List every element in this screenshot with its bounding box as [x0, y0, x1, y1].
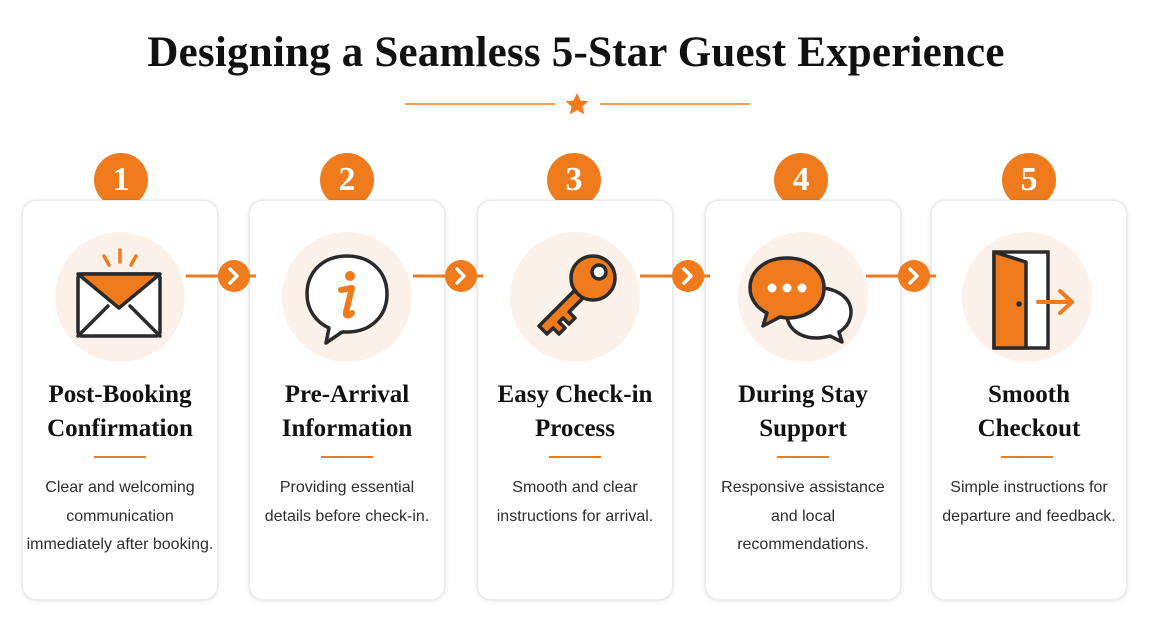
step-4-desc-line: and local	[770, 507, 836, 525]
step-2-description: Providing essential details before check…	[249, 474, 445, 531]
envelope-icon	[76, 248, 162, 338]
chevron-right-icon	[908, 267, 919, 285]
step-1-number-badge: 1	[94, 153, 148, 207]
step-3-title: Easy Check-in Process	[477, 378, 673, 446]
title-ornament	[405, 93, 750, 115]
step-3-desc-line: Smooth and clear	[512, 479, 638, 496]
step-5-title: Smooth Checkout	[931, 378, 1127, 446]
step-3-title-line: Easy Check-in	[497, 381, 653, 408]
star-icon	[565, 93, 589, 115]
step-3-title-line: Process	[534, 415, 616, 442]
step-1-description: Clear and welcoming communication immedi…	[22, 474, 218, 560]
step-5-underline	[1001, 456, 1053, 458]
step-2-title-line: Information	[281, 415, 413, 442]
step-3-number-badge: 3	[547, 153, 601, 207]
chevron-right-icon	[682, 267, 693, 285]
exit-door-icon	[992, 250, 1074, 350]
step-3-desc-line: instructions for arrival.	[496, 507, 654, 525]
step-5-number-badge: 5	[1002, 153, 1056, 207]
step-4-desc-line: recommendations.	[737, 536, 869, 553]
step-1-underline	[94, 456, 146, 458]
step-4-description: Responsive assistance and local recommen…	[705, 474, 901, 560]
step-5-title-line: Checkout	[977, 415, 1081, 442]
step-1-title-line: Post-Booking	[48, 381, 192, 408]
step-4-underline	[777, 456, 829, 458]
info-bubble-icon	[305, 254, 389, 345]
step-3-underline	[549, 456, 601, 458]
step-1-title: Post-Booking Confirmation	[22, 378, 218, 446]
chat-bubbles-icon	[748, 256, 853, 344]
connector-arrow-2	[413, 260, 483, 292]
step-1-desc-line: immediately after booking.	[26, 536, 214, 553]
key-icon	[537, 254, 617, 336]
step-1-title-line: Confirmation	[47, 415, 193, 442]
step-2-underline	[321, 456, 373, 458]
step-4-title-line: Support	[759, 415, 847, 442]
step-2-title: Pre-Arrival Information	[249, 378, 445, 446]
step-5-title-line: Smooth	[988, 381, 1070, 408]
step-4-number-badge: 4	[774, 153, 828, 207]
chevron-right-icon	[455, 267, 466, 285]
step-5-desc-line: departure and feedback.	[942, 507, 1116, 525]
step-3-description: Smooth and clear instructions for arriva…	[477, 474, 673, 531]
step-4-desc-line: Responsive assistance	[721, 479, 885, 496]
step-1-desc-line: Clear and welcoming	[45, 479, 195, 496]
step-5-description: Simple instructions for departure and fe…	[931, 474, 1127, 531]
step-2-number-badge: 2	[320, 153, 374, 207]
step-2-title-line: Pre-Arrival	[284, 381, 410, 408]
step-4-title-line: During Stay	[738, 381, 868, 408]
step-5-desc-line: Simple instructions for	[950, 479, 1108, 496]
step-1-desc-line: communication	[66, 507, 174, 525]
page-title: Designing a Seamless 5-Star Guest Experi…	[147, 29, 1005, 76]
connector-arrow-4	[866, 260, 936, 292]
chevron-right-icon	[228, 267, 239, 285]
step-2-desc-line: Providing essential	[279, 479, 415, 496]
step-4-title: During Stay Support	[705, 378, 901, 446]
step-2-desc-line: details before check-in.	[264, 507, 430, 525]
connector-arrow-1	[186, 260, 256, 292]
connector-arrow-3	[640, 260, 710, 292]
